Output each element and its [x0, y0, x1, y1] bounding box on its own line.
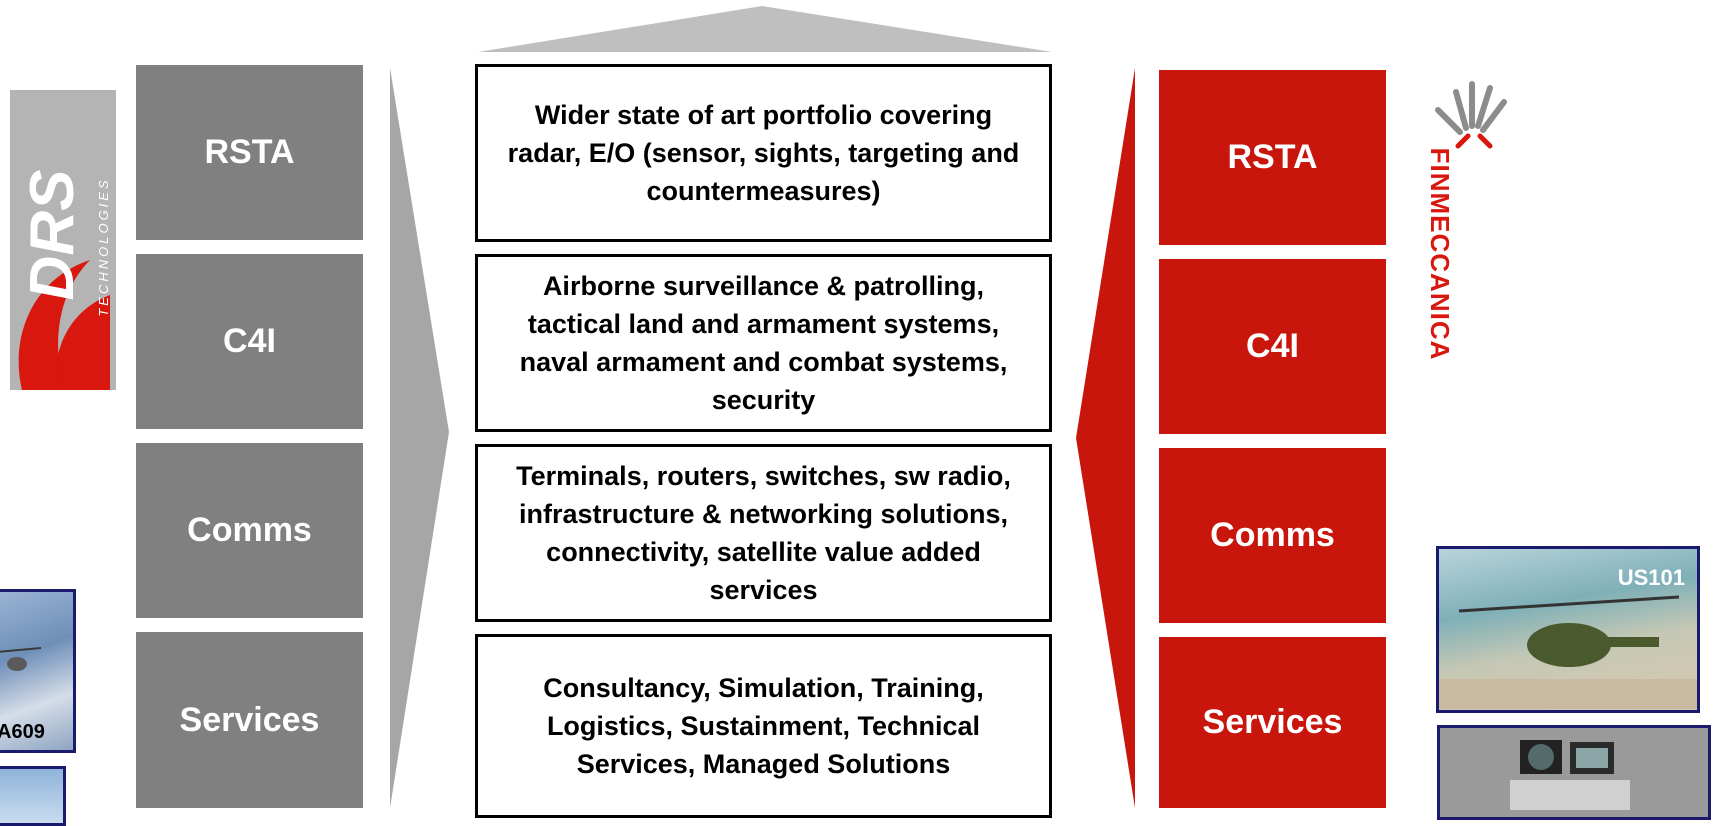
- right-segment-rsta: RSTA: [1159, 70, 1386, 245]
- drs-logo-subtext: TECHNOLOGIES: [96, 177, 111, 317]
- description-comms: Terminals, routers, switches, sw radio, …: [475, 444, 1052, 622]
- helicopter-icon: [0, 647, 42, 671]
- left-segment-services: Services: [136, 632, 363, 808]
- right-arrow: [1076, 68, 1135, 808]
- description-rsta: Wider state of art portfolio covering ra…: [475, 64, 1052, 242]
- right-segment-comms: Comms: [1159, 448, 1386, 623]
- description-services: Consultancy, Simulation, Training, Logis…: [475, 634, 1052, 818]
- finmeccanica-logo: FINMECCANICA: [1410, 80, 1520, 380]
- drs-logo: DRS TECHNOLOGIES: [10, 90, 116, 390]
- drs-logo-swoosh: [18, 260, 110, 390]
- drs-logo-text: DRS: [18, 169, 87, 301]
- left-segment-comms: Comms: [136, 443, 363, 618]
- us101-photo: US101: [1436, 546, 1700, 713]
- left-bottom-photo: [0, 766, 66, 826]
- left-segment-c4i: C4I: [136, 254, 363, 429]
- a609-photo: A609: [0, 589, 76, 753]
- helicopter-icon: [1439, 595, 1697, 709]
- console-icon: [1510, 740, 1630, 810]
- us101-caption: US101: [1617, 565, 1685, 590]
- description-c4i: Airborne surveillance & patrolling, tact…: [475, 254, 1052, 432]
- right-segment-services: Services: [1159, 637, 1386, 808]
- finmeccanica-logo-text: FINMECCANICA: [1425, 147, 1455, 361]
- top-arrow: [478, 6, 1052, 52]
- finmeccanica-emblem: [1435, 81, 1507, 149]
- left-segment-rsta: RSTA: [136, 65, 363, 240]
- console-photo: [1437, 725, 1711, 820]
- left-arrow: [390, 68, 449, 808]
- right-segment-c4i: C4I: [1159, 259, 1386, 434]
- a609-caption: A609: [0, 721, 45, 743]
